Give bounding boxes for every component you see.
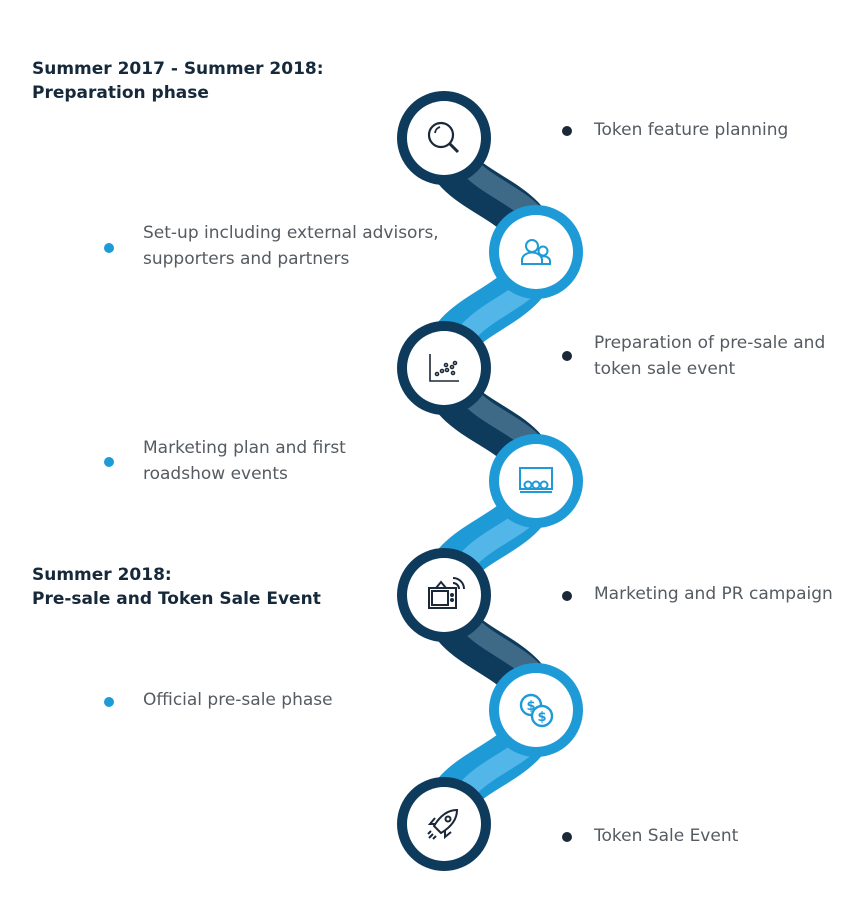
step-text-6: Official pre-sale phase (143, 687, 333, 713)
timeline-node-6: $$ (489, 663, 583, 757)
bullet (562, 351, 572, 361)
timeline-node-1 (397, 91, 491, 185)
phase-heading-presale: Summer 2018: Pre-sale and Token Sale Eve… (32, 563, 321, 611)
timeline-node-3 (397, 321, 491, 415)
bullet (562, 832, 572, 842)
step-line: Token Sale Event (594, 826, 739, 846)
phase-heading-preparation: Summer 2017 - Summer 2018: Preparation p… (32, 57, 324, 105)
tv-broadcast-icon (428, 577, 465, 609)
step-line: Official pre-sale phase (143, 690, 333, 710)
timeline-node-7 (397, 777, 491, 871)
phase-heading-line: Summer 2017 - Summer 2018: (32, 59, 324, 79)
svg-text:$: $ (526, 699, 535, 714)
phase-heading-line: Pre-sale and Token Sale Event (32, 589, 321, 609)
timeline-node-2 (489, 205, 583, 299)
timeline-node-4 (489, 434, 583, 528)
step-text-4: Marketing plan and first roadshow events (143, 435, 346, 487)
step-line: Marketing and PR campaign (594, 584, 833, 604)
step-line: supporters and partners (143, 249, 350, 269)
scatter-chart-icon (429, 354, 459, 382)
phase-heading-line: Summer 2018: (32, 565, 172, 585)
bullet (104, 457, 114, 467)
rocket-icon (427, 808, 459, 840)
phase-heading-line: Preparation phase (32, 83, 209, 103)
step-text-7: Token Sale Event (594, 823, 738, 849)
step-line: roadshow events (143, 464, 288, 484)
step-text-1: Token feature planning (594, 117, 788, 143)
step-line: Preparation of pre-sale and (594, 333, 826, 353)
bullet (104, 697, 114, 707)
step-text-5: Marketing and PR campaign (594, 581, 833, 607)
audience-presentation-icon (519, 467, 553, 493)
timeline-node-5 (397, 548, 491, 642)
coins-icon: $$ (519, 693, 554, 728)
step-text-2: Set-up including external advisors, suppo… (143, 220, 439, 272)
svg-text:$: $ (537, 710, 546, 725)
bullet (104, 243, 114, 253)
step-text-3: Preparation of pre-sale and token sale ev… (594, 330, 825, 382)
magnifier-icon (427, 121, 460, 154)
people-icon (521, 239, 551, 265)
step-line: Marketing plan and first (143, 438, 346, 458)
bullet (562, 591, 572, 601)
step-line: Token feature planning (594, 120, 789, 140)
step-line: Set-up including external advisors, (143, 223, 439, 243)
bullet (562, 126, 572, 136)
step-line: token sale event (594, 359, 736, 379)
